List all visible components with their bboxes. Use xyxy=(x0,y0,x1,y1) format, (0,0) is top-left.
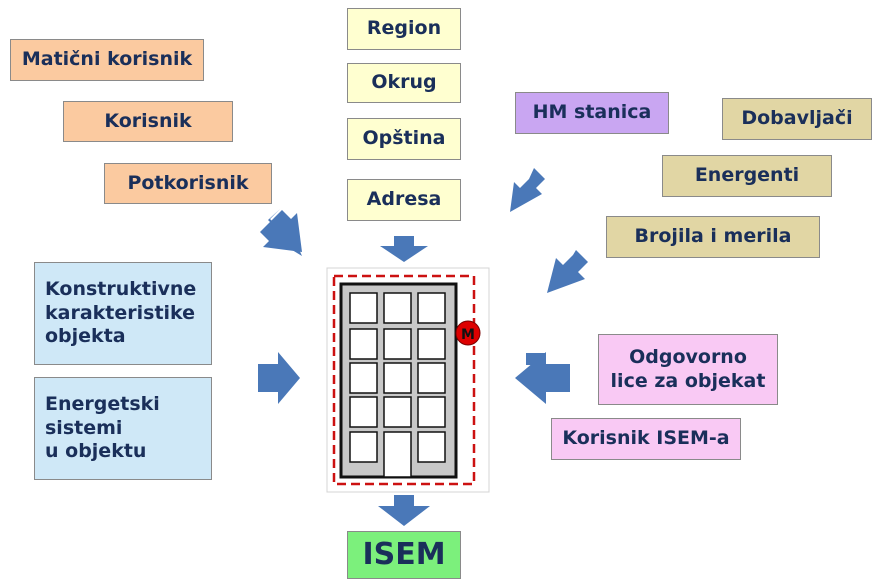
window xyxy=(417,431,446,463)
building-windows xyxy=(349,292,446,478)
building-door xyxy=(383,431,412,478)
meter-marker-circle xyxy=(455,320,481,346)
window xyxy=(417,362,446,394)
window xyxy=(383,328,412,360)
window xyxy=(349,431,378,463)
building-dashed-border xyxy=(332,274,476,486)
box-dobavljaci: Dobavljači xyxy=(722,98,872,140)
box-brojila-i-merila: Brojila i merila xyxy=(606,216,820,258)
meter-marker: M xyxy=(455,320,481,346)
arrow-left-shaft xyxy=(540,364,570,392)
arrow-users-down-right xyxy=(260,210,302,252)
window xyxy=(417,328,446,360)
window xyxy=(349,292,378,324)
box-energenti: Energenti xyxy=(662,155,832,197)
box-korisnik-isem: Korisnik ISEM-a xyxy=(551,418,741,460)
box-isem: ISEM xyxy=(347,531,461,579)
window xyxy=(417,292,446,324)
window xyxy=(383,396,412,428)
box-maticni-korisnik: Matični korisnik xyxy=(10,39,204,81)
arrow-right-from-properties xyxy=(258,352,300,404)
arrow-left-head xyxy=(515,352,546,404)
box-okrug: Okrug xyxy=(347,63,461,103)
window xyxy=(349,396,378,428)
window xyxy=(383,292,412,324)
box-konstruktivne-karakteristike: Konstruktivne karakteristike objekta xyxy=(34,262,212,365)
box-potkorisnik: Potkorisnik xyxy=(104,163,272,204)
window xyxy=(349,362,378,394)
arrow-hm-down-left xyxy=(510,168,545,212)
meter-marker-label: M xyxy=(461,327,475,343)
box-opstina: Opština xyxy=(347,118,461,160)
box-region: Region xyxy=(347,8,461,50)
window xyxy=(349,328,378,360)
box-energetski-sistemi: Energetski sistemi u objektu xyxy=(34,377,212,480)
arrow-down-from-address xyxy=(380,236,428,262)
window xyxy=(417,396,446,428)
box-odgovorno-lice: Odgovorno lice za objekat xyxy=(598,334,778,405)
window xyxy=(383,362,412,394)
box-hm-stanica: HM stanica xyxy=(515,92,669,134)
arrow-meters-down-left xyxy=(547,250,588,293)
box-korisnik: Korisnik xyxy=(63,101,233,142)
box-adresa: Adresa xyxy=(347,179,461,221)
arrow-down-to-isem xyxy=(378,495,430,526)
